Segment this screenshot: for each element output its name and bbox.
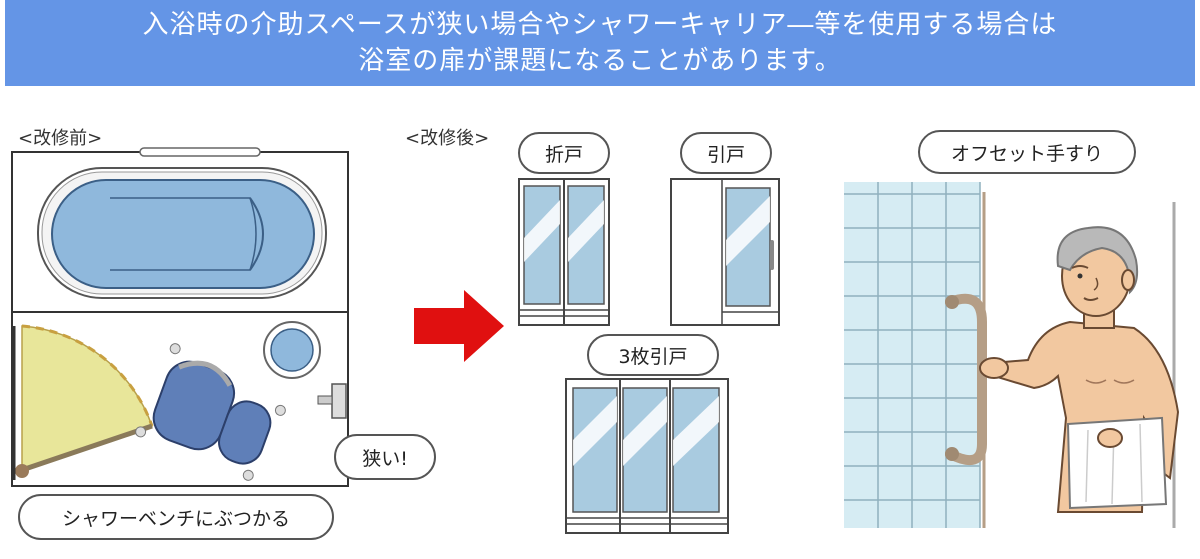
elderly-man-icon <box>979 226 1180 513</box>
after-label: <改修後> <box>405 128 490 149</box>
door-label-folding: 折戸 <box>518 132 610 174</box>
handrail-label: オフセット手すり <box>918 130 1136 174</box>
before-bathroom-plan <box>11 147 349 487</box>
banner-line-1: 入浴時の介助スペースが狭い場合やシャワーキャリア―等を使用する場合は <box>142 10 1058 40</box>
offset-handrail-scene <box>844 182 1180 528</box>
sliding-door-icon <box>670 178 780 326</box>
handrail-icon <box>945 293 987 466</box>
before-caption: シャワーベンチにぶつかる <box>18 494 334 540</box>
door-label-sliding: 引戸 <box>680 132 772 174</box>
door-label-triple-sliding: 3枚引戸 <box>587 334 719 376</box>
triple-sliding-door-icon <box>565 378 729 534</box>
shower-bench-icon <box>135 343 286 481</box>
red-arrow-icon <box>414 290 504 362</box>
narrow-bubble: 狭い! <box>334 434 436 480</box>
banner-line-2: 浴室の扉が課題になることがあります。 <box>358 46 842 76</box>
folding-door-icon <box>518 178 610 326</box>
before-label: <改修前> <box>18 128 103 149</box>
header-banner: 入浴時の介助スペースが狭い場合やシャワーキャリア―等を使用する場合は 浴室の扉が… <box>5 0 1195 86</box>
